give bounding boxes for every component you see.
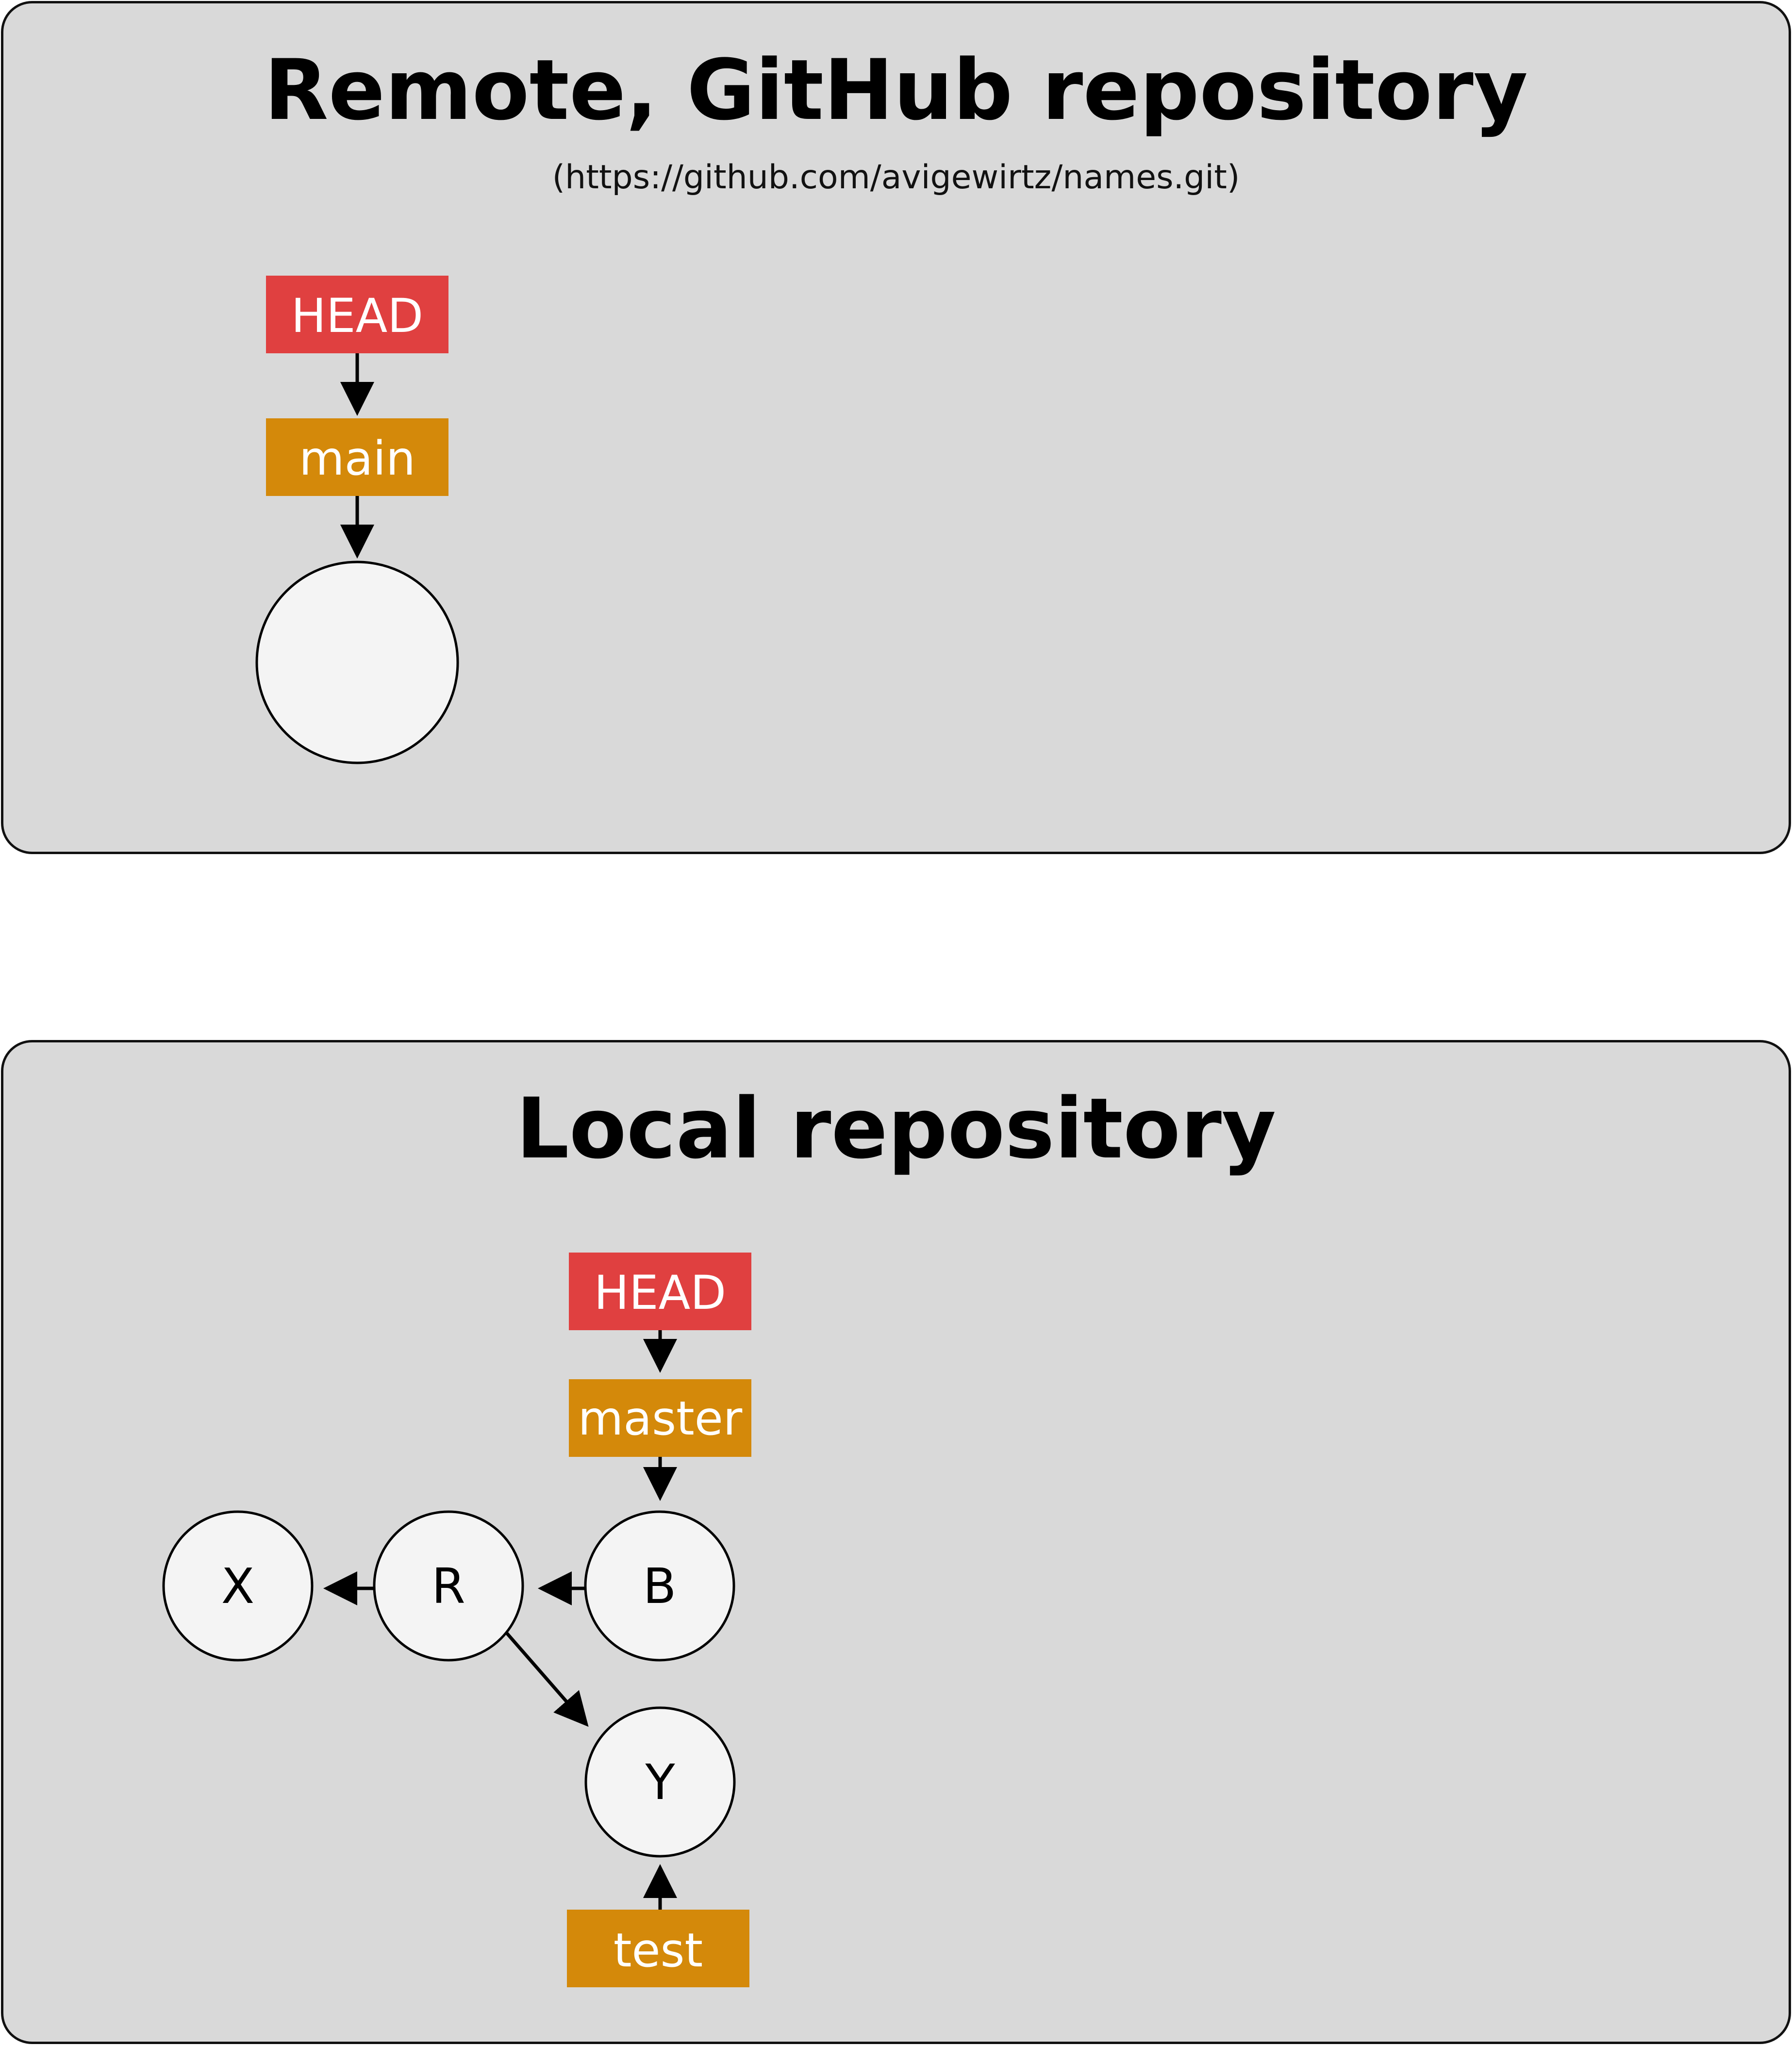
local-title: Local repository	[515, 1080, 1277, 1177]
commit-node-b	[584, 1510, 735, 1662]
local-head-label: HEAD	[594, 1266, 726, 1320]
local-head-box	[569, 1253, 751, 1330]
commit-label-y: Y	[645, 1754, 675, 1811]
commit-node-y	[584, 1706, 736, 1858]
commit-label-r: R	[431, 1558, 465, 1615]
r-to-y-arrow	[505, 1631, 589, 1727]
remote-head-box	[266, 276, 448, 353]
remote-url: (https://github.com/avigewirtz/names.git…	[552, 158, 1240, 197]
local-test-box	[567, 1910, 749, 1987]
remote-title: Remote, GitHub repository	[264, 41, 1528, 139]
remote-commit-node	[255, 561, 459, 764]
commit-node-r	[373, 1510, 524, 1662]
remote-main-box	[266, 418, 448, 496]
commit-label-x: X	[221, 1558, 255, 1615]
commit-node-x	[162, 1510, 314, 1662]
commit-label-b: B	[643, 1558, 677, 1615]
remote-head-label: HEAD	[291, 289, 423, 343]
local-test-label: test	[614, 1923, 703, 1978]
local-master-label: master	[578, 1391, 743, 1446]
remote-main-label: main	[299, 431, 415, 486]
local-master-box	[569, 1379, 751, 1457]
local-repository-panel	[1, 1040, 1791, 2044]
